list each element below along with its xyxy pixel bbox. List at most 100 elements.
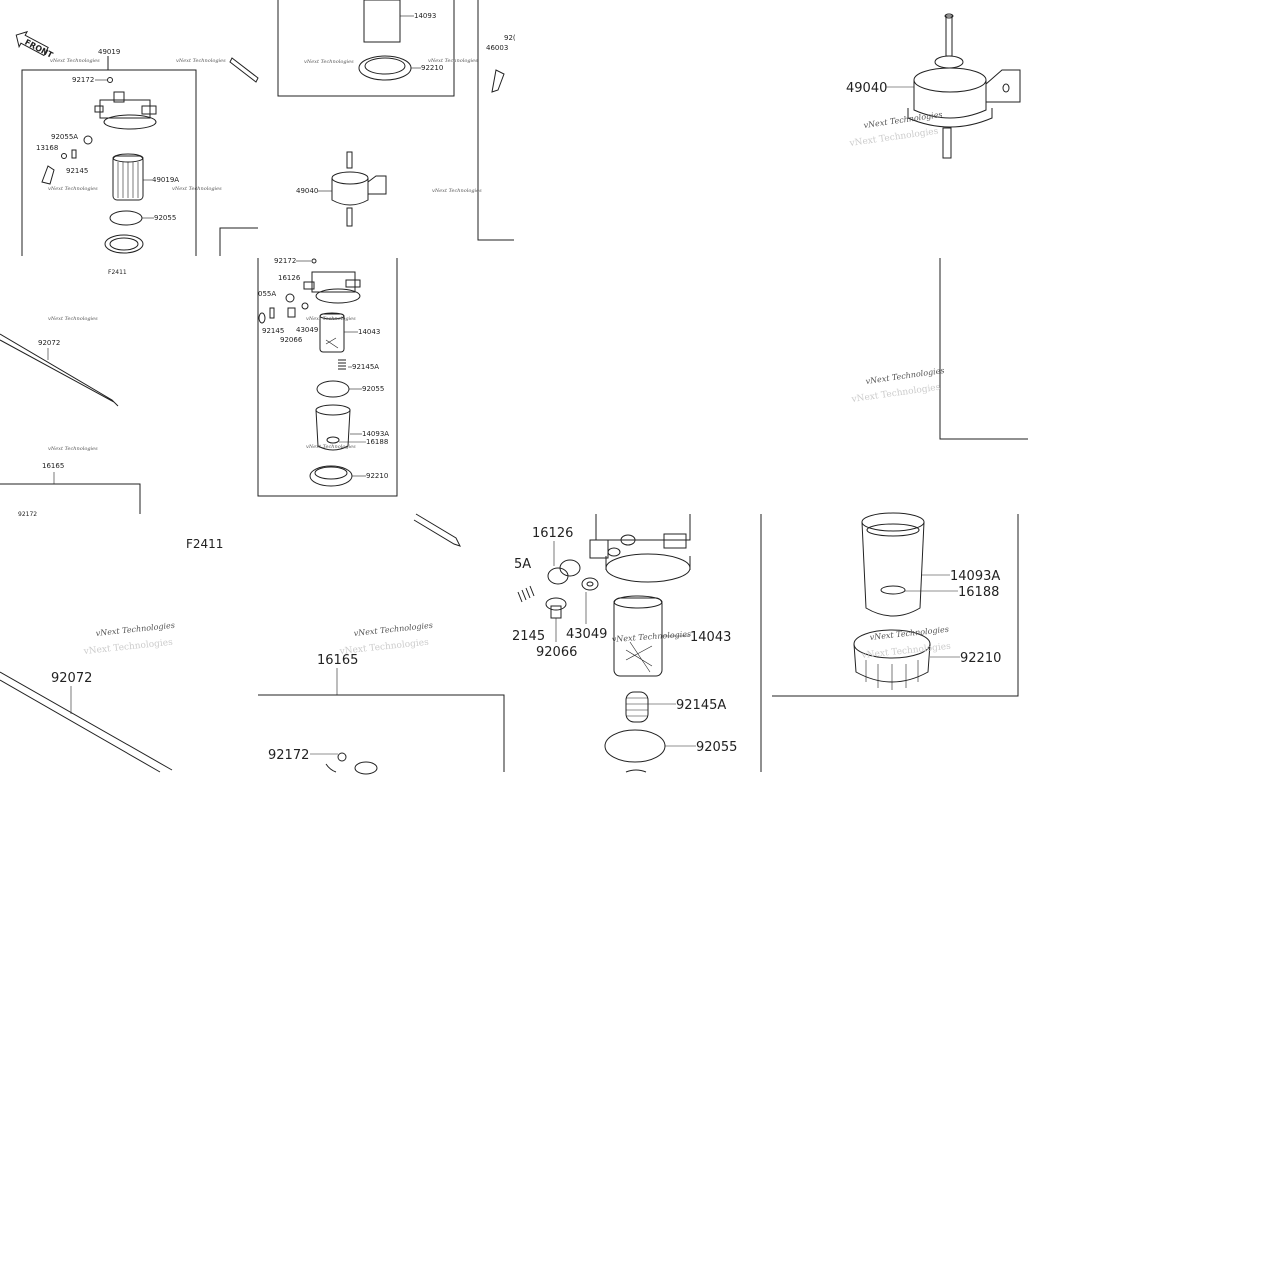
bowl-part bbox=[363, 0, 401, 43]
filter-head-part bbox=[354, 761, 378, 775]
part-label: 49040 bbox=[846, 81, 887, 96]
bolt-part bbox=[287, 307, 296, 318]
part-label: 92172 bbox=[18, 511, 37, 518]
part-label: 92072 bbox=[51, 671, 92, 686]
part-label: 16188 bbox=[958, 585, 999, 600]
gasket-part bbox=[109, 210, 143, 226]
tile-frame bbox=[277, 0, 455, 97]
watermark: vNext Technologies bbox=[48, 446, 98, 452]
tile-inline-filter-large: 49040 vNext Technologies vNext Technolog… bbox=[846, 13, 1021, 159]
bowl-part bbox=[315, 404, 351, 451]
ring-nut-part bbox=[104, 234, 144, 254]
filter-body-part bbox=[331, 178, 369, 206]
watermark: vNext Technologies bbox=[48, 186, 98, 192]
watermark: vNext Technologies bbox=[172, 186, 222, 192]
mount-bracket-part bbox=[367, 175, 387, 195]
part-label: 92172 bbox=[268, 748, 309, 763]
part-label: 92( bbox=[504, 34, 516, 42]
part-label: 92066 bbox=[536, 645, 577, 660]
filter-element-part bbox=[112, 153, 144, 201]
pipe-part bbox=[945, 15, 953, 57]
watermark: vNext Technologies bbox=[306, 444, 356, 450]
watermark: vNext Technologies bbox=[176, 58, 226, 64]
part-label: 92072 bbox=[38, 339, 60, 347]
filter-head-part bbox=[589, 514, 691, 583]
tile-exploded-filter-medium: 92172 16126 055A 92145 43049 92066 14043… bbox=[257, 257, 398, 497]
fitting-part bbox=[83, 135, 93, 145]
part-label: 055A bbox=[258, 290, 276, 298]
mount-bracket-part bbox=[985, 69, 1021, 103]
assembly-frame bbox=[257, 258, 398, 497]
o-ring-part bbox=[258, 312, 266, 324]
part-label: 14093A bbox=[950, 569, 1000, 584]
valve-lever-part bbox=[41, 165, 55, 185]
spring-part bbox=[71, 149, 77, 159]
watermark: vNext Technologies bbox=[848, 127, 939, 150]
part-label: 92210 bbox=[366, 472, 388, 480]
spring-part bbox=[338, 359, 346, 370]
tile-assembly-large: vNext Technologies vNext Technologies 16… bbox=[258, 513, 505, 775]
bolt-part bbox=[311, 258, 317, 264]
part-label: 92145A bbox=[676, 698, 726, 713]
watermark: vNext Technologies bbox=[50, 58, 100, 64]
front-label: FRONT bbox=[23, 38, 55, 61]
part-label: 2145 bbox=[512, 629, 545, 644]
part-label: 92055 bbox=[696, 740, 737, 755]
part-label: 49019A bbox=[152, 176, 179, 184]
part-label: 92055A bbox=[51, 133, 78, 141]
watermark: vNext Technologies bbox=[432, 188, 482, 194]
part-label: 92055 bbox=[154, 214, 176, 222]
part-label: 49040 bbox=[296, 187, 318, 195]
tile-hose-large: F2411 vNext Technologies vNext Technolog… bbox=[0, 537, 223, 773]
filter-head-part bbox=[94, 91, 157, 130]
reference-code: F2411 bbox=[186, 537, 223, 551]
bowl-part bbox=[861, 512, 925, 617]
watermark: vNext Technologies bbox=[860, 642, 951, 661]
ring-nut-part bbox=[853, 629, 931, 690]
part-label: 92210 bbox=[421, 64, 443, 72]
bolt-part bbox=[545, 597, 567, 619]
part-label: 92210 bbox=[960, 651, 1001, 666]
part-label: 49019 bbox=[98, 48, 120, 56]
part-label: 16126 bbox=[278, 274, 301, 282]
tile-frame bbox=[219, 227, 258, 256]
part-label: 16126 bbox=[532, 526, 573, 541]
part-label: 14093 bbox=[414, 12, 436, 20]
gasket-part bbox=[316, 380, 350, 398]
assembly-frame bbox=[21, 69, 197, 256]
part-label: 14043 bbox=[690, 630, 731, 645]
assembly-frame bbox=[772, 514, 1019, 697]
tile-lever: 92( 46003 bbox=[477, 0, 516, 241]
reference-code: F2411 bbox=[108, 269, 127, 276]
fitting-part bbox=[285, 293, 295, 303]
part-label: 5A bbox=[514, 557, 531, 572]
watermark: vNext Technologies bbox=[48, 316, 98, 322]
watermark: vNext Technologies bbox=[82, 638, 173, 657]
fuel-hose-part bbox=[0, 671, 173, 773]
filter-element-part bbox=[319, 312, 345, 353]
part-label: 46003 bbox=[486, 44, 508, 52]
tile-hose-small: vNext Technologies 92072 vNext Technolog… bbox=[0, 316, 141, 518]
filter-body-part bbox=[913, 80, 987, 119]
watermark: vNext Technologies bbox=[428, 58, 478, 64]
part-label: 92172 bbox=[274, 257, 296, 265]
part-label: 92066 bbox=[280, 336, 303, 344]
watermark: vNext Technologies bbox=[306, 316, 356, 322]
part-label: 16165 bbox=[317, 653, 358, 668]
watermark: vNext Technologies bbox=[353, 621, 433, 638]
part-label: 14043 bbox=[358, 328, 380, 336]
valve-lever-part bbox=[491, 69, 505, 93]
filter-head-part bbox=[303, 271, 361, 304]
filter-element-part bbox=[613, 595, 663, 677]
part-label: 43049 bbox=[296, 326, 318, 334]
spring-part bbox=[269, 307, 275, 319]
part-label: 92172 bbox=[72, 76, 94, 84]
spring-part bbox=[625, 691, 649, 723]
pipe-part bbox=[346, 207, 353, 227]
bolt-part bbox=[107, 77, 113, 83]
part-label: 92145A bbox=[352, 363, 379, 371]
assembly-frame bbox=[258, 694, 505, 772]
part-label: 14093A bbox=[362, 430, 389, 438]
watermark: vNext Technologies bbox=[612, 629, 692, 644]
gasket-part bbox=[604, 729, 666, 763]
